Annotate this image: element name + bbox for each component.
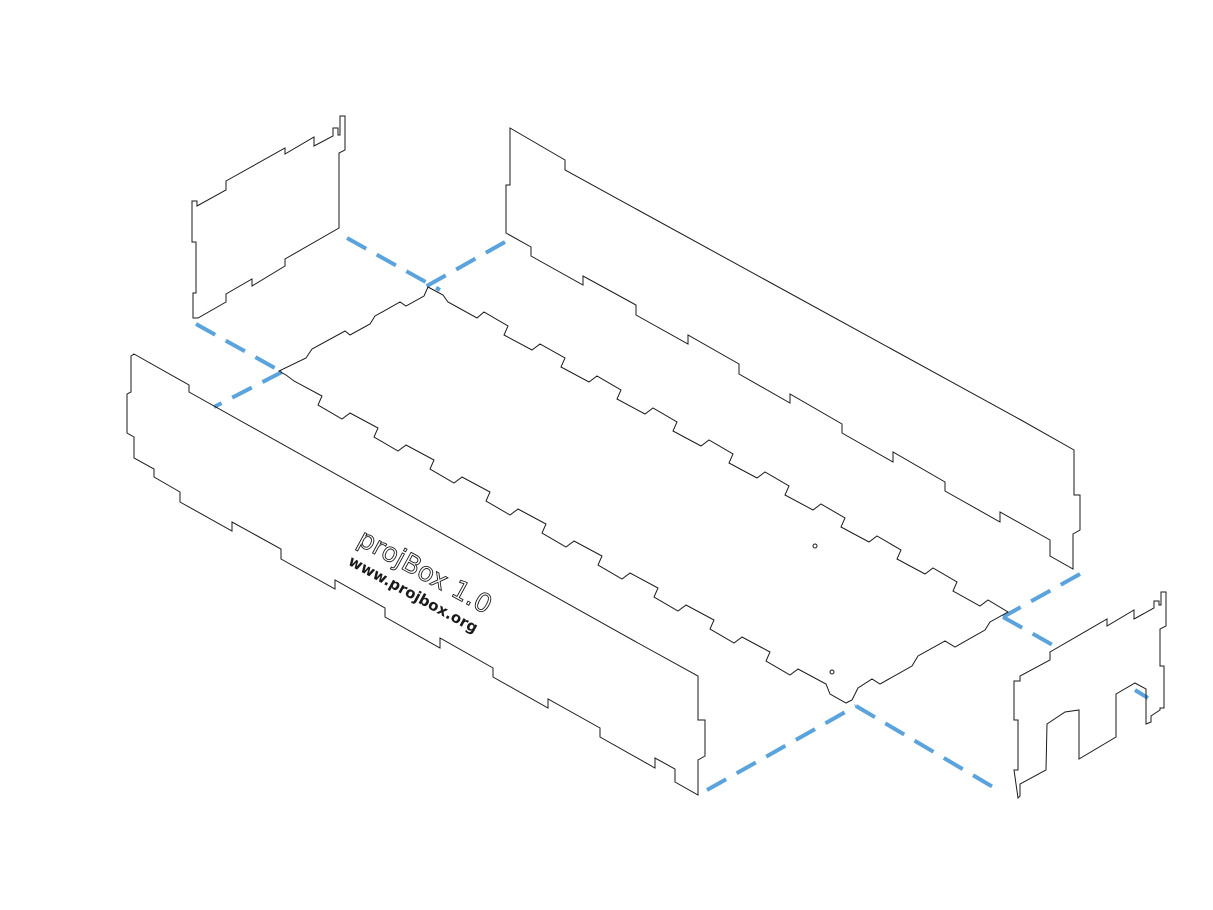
base-mount-hole-2 bbox=[829, 669, 835, 675]
guide-line-right-top bbox=[1002, 572, 1081, 619]
guide-line-right-mid bbox=[1002, 615, 1059, 650]
end-panel-back-left bbox=[191, 115, 346, 319]
guide-line-back-right bbox=[424, 240, 506, 289]
guide-line-back-left bbox=[346, 236, 441, 292]
side-panel-front bbox=[126, 353, 706, 796]
guide-line-front-bottom bbox=[706, 704, 857, 792]
guide-line-left-top bbox=[195, 322, 283, 374]
base-mount-hole-1 bbox=[812, 543, 818, 549]
guide-line-left-bottom bbox=[213, 370, 283, 409]
assembly-guide-lines bbox=[195, 236, 1150, 792]
end-panel-front-right bbox=[1013, 591, 1167, 800]
engraving-group: projBox 1.0 www.projbox.org bbox=[345, 523, 497, 637]
base-panel bbox=[277, 286, 1009, 704]
side-panel-back bbox=[505, 127, 1081, 570]
guide-line-front-right bbox=[854, 704, 1000, 792]
